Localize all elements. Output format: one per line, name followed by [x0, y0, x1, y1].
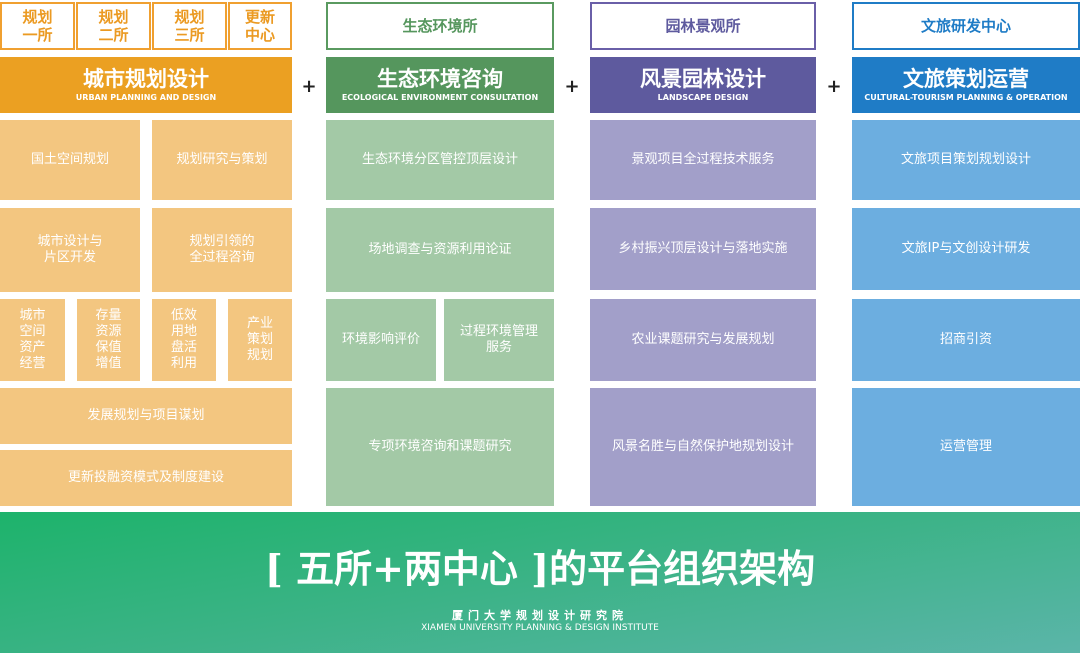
service-cell: 存量 资源 保值 增值 — [77, 299, 140, 381]
service-cell: 专项环境咨询和课题研究 — [326, 388, 554, 506]
category-subtitle: LANDSCAPE DESIGN — [657, 93, 749, 102]
category-header-urban-planning: 城市规划设计 URBAN PLANNING AND DESIGN — [0, 57, 292, 113]
service-cell: 规划研究与策划 — [152, 120, 292, 200]
category-header-landscape: 风景园林设计 LANDSCAPE DESIGN — [590, 57, 816, 113]
service-cell: 文旅IP与文创设计研发 — [852, 208, 1080, 290]
service-cell: 国土空间规划 — [0, 120, 140, 200]
footer-title: [ 五所+两中心 ]的平台组织架构 — [264, 545, 816, 591]
category-title: 生态环境咨询 — [377, 67, 503, 91]
service-cell: 风景名胜与自然保护地规划设计 — [590, 388, 816, 506]
category-subtitle: ECOLOGICAL ENVIRONMENT CONSULTATION — [341, 93, 539, 102]
service-cell: 规划引领的 全过程咨询 — [152, 208, 292, 292]
service-cell: 生态环境分区管控顶层设计 — [326, 120, 554, 200]
category-title: 文旅策划运营 — [903, 67, 1029, 91]
footer-banner: [ 五所+两中心 ]的平台组织架构 厦门大学规划设计研究院 XIAMEN UNI… — [0, 512, 1080, 653]
category-subtitle: URBAN PLANNING AND DESIGN — [75, 93, 217, 102]
service-cell: 过程环境管理 服务 — [444, 299, 554, 381]
service-cell: 发展规划与项目谋划 — [0, 388, 292, 444]
unit-box-ecology: 生态环境所 — [326, 2, 554, 50]
unit-box-landscape: 园林景观所 — [590, 2, 816, 50]
service-cell: 产业 策划 规划 — [228, 299, 292, 381]
service-cell: 城市 空间 资产 经营 — [0, 299, 65, 381]
unit-box-planning-3: 规划 三所 — [152, 2, 227, 50]
service-cell: 场地调查与资源利用论证 — [326, 208, 554, 292]
service-cell: 景观项目全过程技术服务 — [590, 120, 816, 200]
service-cell: 农业课题研究与发展规划 — [590, 299, 816, 381]
service-cell: 文旅项目策划规划设计 — [852, 120, 1080, 200]
institute-name-en: XIAMEN UNIVERSITY PLANNING & DESIGN INST… — [421, 622, 659, 633]
category-subtitle: CULTURAL-TOURISM PLANNING & OPERATION — [864, 93, 1068, 102]
unit-box-planning-1: 规划 一所 — [0, 2, 75, 50]
unit-box-planning-2: 规划 二所 — [76, 2, 151, 50]
service-cell: 更新投融资模式及制度建设 — [0, 450, 292, 506]
category-title: 风景园林设计 — [640, 67, 766, 91]
service-cell: 环境影响评价 — [326, 299, 436, 381]
service-cell: 乡村振兴顶层设计与落地实施 — [590, 208, 816, 290]
institute-name-cn: 厦门大学规划设计研究院 — [452, 608, 628, 622]
category-title: 城市规划设计 — [83, 67, 209, 91]
unit-box-culture-tourism: 文旅研发中心 — [852, 2, 1080, 50]
category-header-ecology: 生态环境咨询 ECOLOGICAL ENVIRONMENT CONSULTATI… — [326, 57, 554, 113]
unit-box-renewal-center: 更新 中心 — [228, 2, 292, 50]
plus-sign: + — [564, 75, 580, 97]
service-cell: 城市设计与 片区开发 — [0, 208, 140, 292]
service-cell: 招商引资 — [852, 299, 1080, 381]
service-cell: 低效 用地 盘活 利用 — [152, 299, 216, 381]
category-header-culture-tourism: 文旅策划运营 CULTURAL-TOURISM PLANNING & OPERA… — [852, 57, 1080, 113]
plus-sign: + — [301, 75, 317, 97]
plus-sign: + — [826, 75, 842, 97]
service-cell: 运营管理 — [852, 388, 1080, 506]
